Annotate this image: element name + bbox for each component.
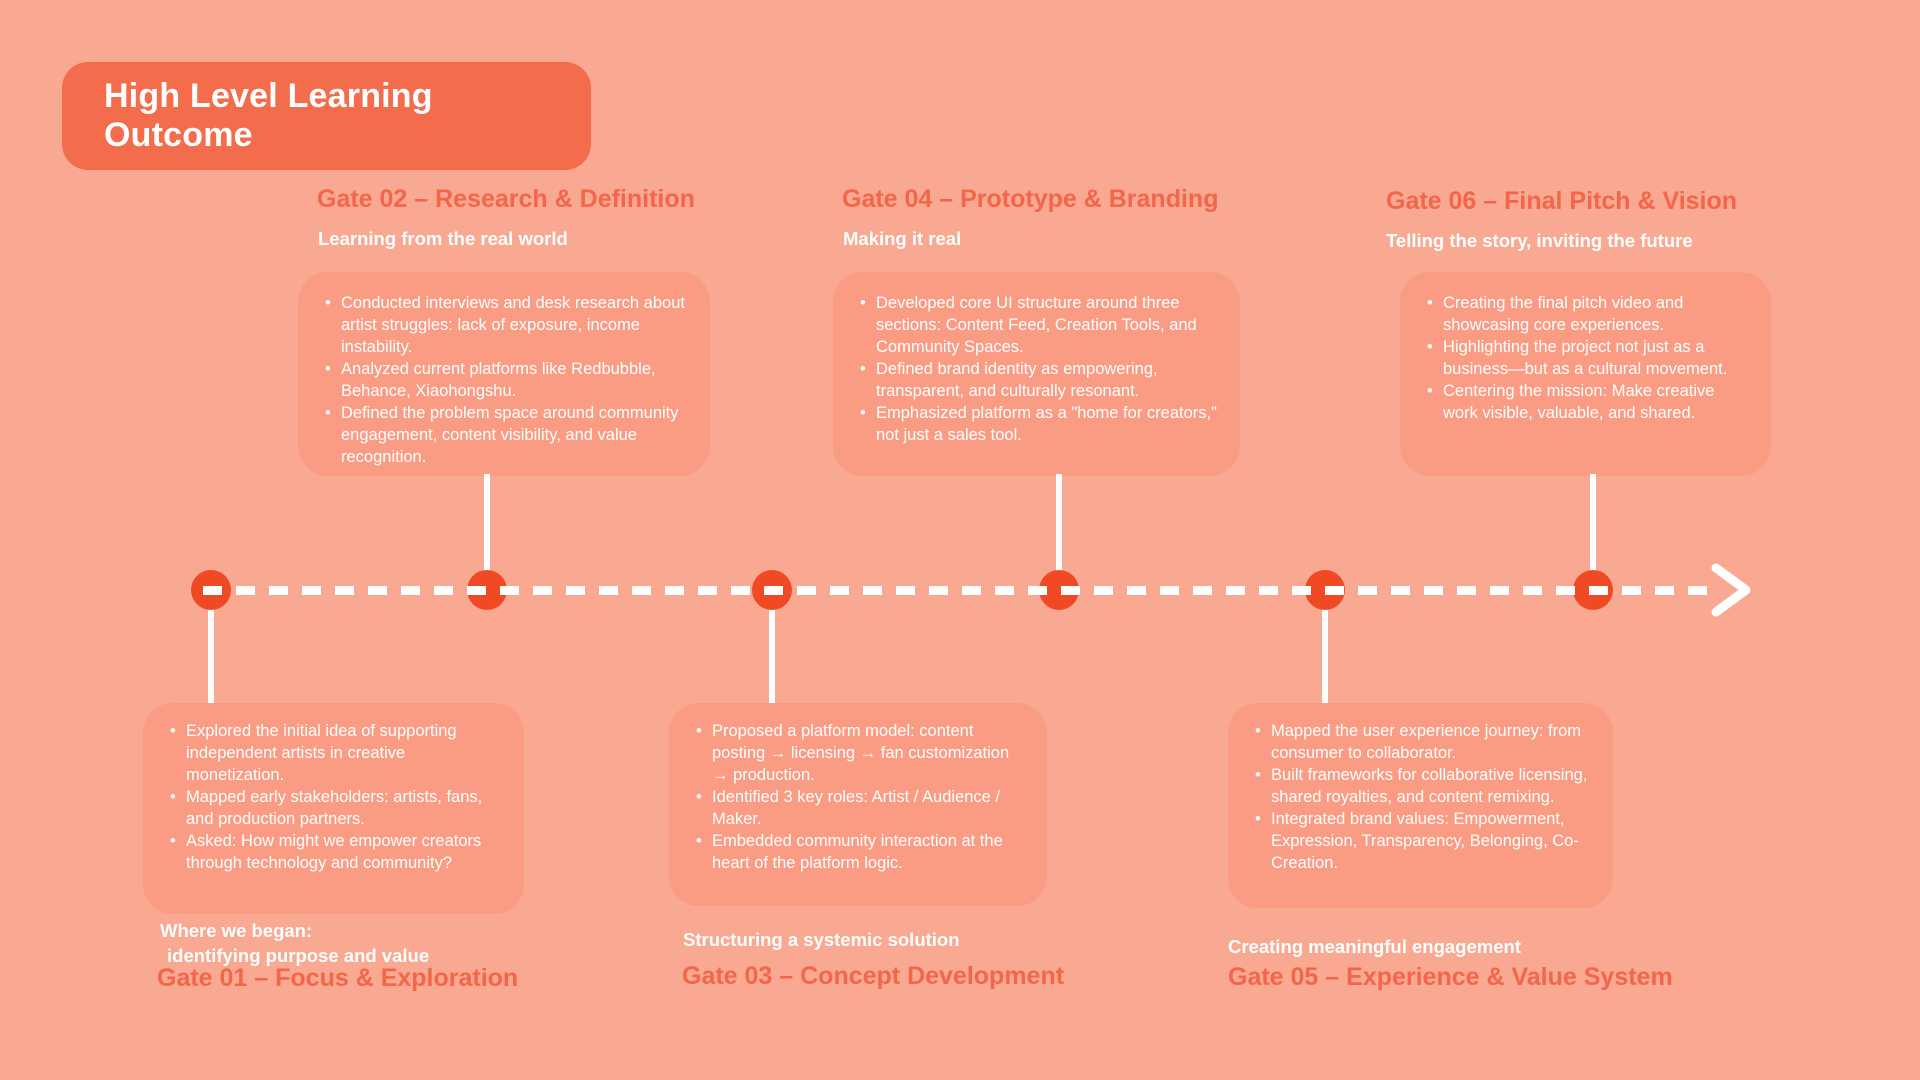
bullet-item: Mapped the user experience journey: from… [1254, 720, 1593, 764]
bullet-item: Conducted interviews and desk research a… [324, 292, 690, 358]
bullet-item: Creating the final pitch video and showc… [1426, 292, 1751, 336]
gate-02-card: Conducted interviews and desk research a… [298, 272, 710, 476]
bullet-item: Identified 3 key roles: Artist / Audienc… [695, 786, 1027, 830]
gate-05-card: Mapped the user experience journey: from… [1228, 703, 1613, 908]
timeline-connector-gate-04 [1056, 474, 1062, 590]
gate-03-subtitle: Structuring a systemic solution [683, 929, 960, 950]
gate-01-heading: Gate 01 – Focus & Exploration [157, 964, 519, 992]
title-box: High Level Learning Outcome [62, 62, 591, 170]
gate-06-subtitle: Telling the story, inviting the future [1386, 230, 1693, 251]
timeline-connector-gate-02 [484, 474, 490, 590]
gate-02-bullet-list: Conducted interviews and desk research a… [324, 292, 690, 468]
gate-01-subtitle-line1: Where we began: [160, 920, 313, 941]
timeline-connector-gate-01 [208, 590, 214, 703]
gate-04-subtitle: Making it real [843, 228, 962, 249]
gate-03-card: Proposed a platform model: content posti… [669, 703, 1047, 906]
bullet-item: Embedded community interaction at the he… [695, 830, 1027, 874]
bullet-item: Proposed a platform model: content posti… [695, 720, 1027, 786]
gate-06-bullet-list: Creating the final pitch video and showc… [1426, 292, 1751, 424]
gate-03-heading: Gate 03 – Concept Development [682, 962, 1065, 990]
bullet-item: Asked: How might we empower creators thr… [169, 830, 504, 874]
timeline-dashed-line [203, 586, 1710, 595]
gate-01-card: Explored the initial idea of supporting … [143, 703, 524, 914]
timeline-connector-gate-03 [769, 590, 775, 703]
timeline-connector-gate-05 [1322, 590, 1328, 703]
bullet-item: Centering the mission: Make creative wor… [1426, 380, 1751, 424]
gate-03-bullet-list: Proposed a platform model: content posti… [695, 720, 1027, 874]
page-title: High Level Learning Outcome [104, 77, 433, 154]
gate-05-heading: Gate 05 – Experience & Value System [1228, 963, 1673, 991]
gate-04-bullet-list: Developed core UI structure around three… [859, 292, 1220, 446]
bullet-item: Integrated brand values: Empowerment, Ex… [1254, 808, 1593, 874]
bullet-item: Highlighting the project not just as a b… [1426, 336, 1751, 380]
bullet-item: Explored the initial idea of supporting … [169, 720, 504, 786]
bullet-item: Defined brand identity as empowering, tr… [859, 358, 1220, 402]
bullet-item: Built frameworks for collaborative licen… [1254, 764, 1593, 808]
gate-06-card: Creating the final pitch video and showc… [1400, 272, 1771, 476]
gate-05-subtitle: Creating meaningful engagement [1228, 936, 1521, 957]
gate-06-heading: Gate 06 – Final Pitch & Vision [1386, 187, 1738, 215]
bullet-item: Defined the problem space around communi… [324, 402, 690, 468]
gate-04-heading: Gate 04 – Prototype & Branding [842, 185, 1219, 213]
bullet-item: Mapped early stakeholders: artists, fans… [169, 786, 504, 830]
chevron-right-icon [1711, 563, 1751, 617]
gate-02-heading: Gate 02 – Research & Definition [317, 185, 695, 213]
gate-04-card: Developed core UI structure around three… [833, 272, 1240, 476]
bullet-item: Emphasized platform as a "home for creat… [859, 402, 1220, 446]
bullet-item: Analyzed current platforms like Redbubbl… [324, 358, 690, 402]
timeline-connector-gate-06 [1590, 474, 1596, 590]
gate-01-bullet-list: Explored the initial idea of supporting … [169, 720, 504, 874]
gate-01-subtitle-line2: identifying purpose and value [167, 945, 430, 966]
gate-02-subtitle: Learning from the real world [318, 228, 568, 249]
bullet-item: Developed core UI structure around three… [859, 292, 1220, 358]
gate-05-bullet-list: Mapped the user experience journey: from… [1254, 720, 1593, 874]
